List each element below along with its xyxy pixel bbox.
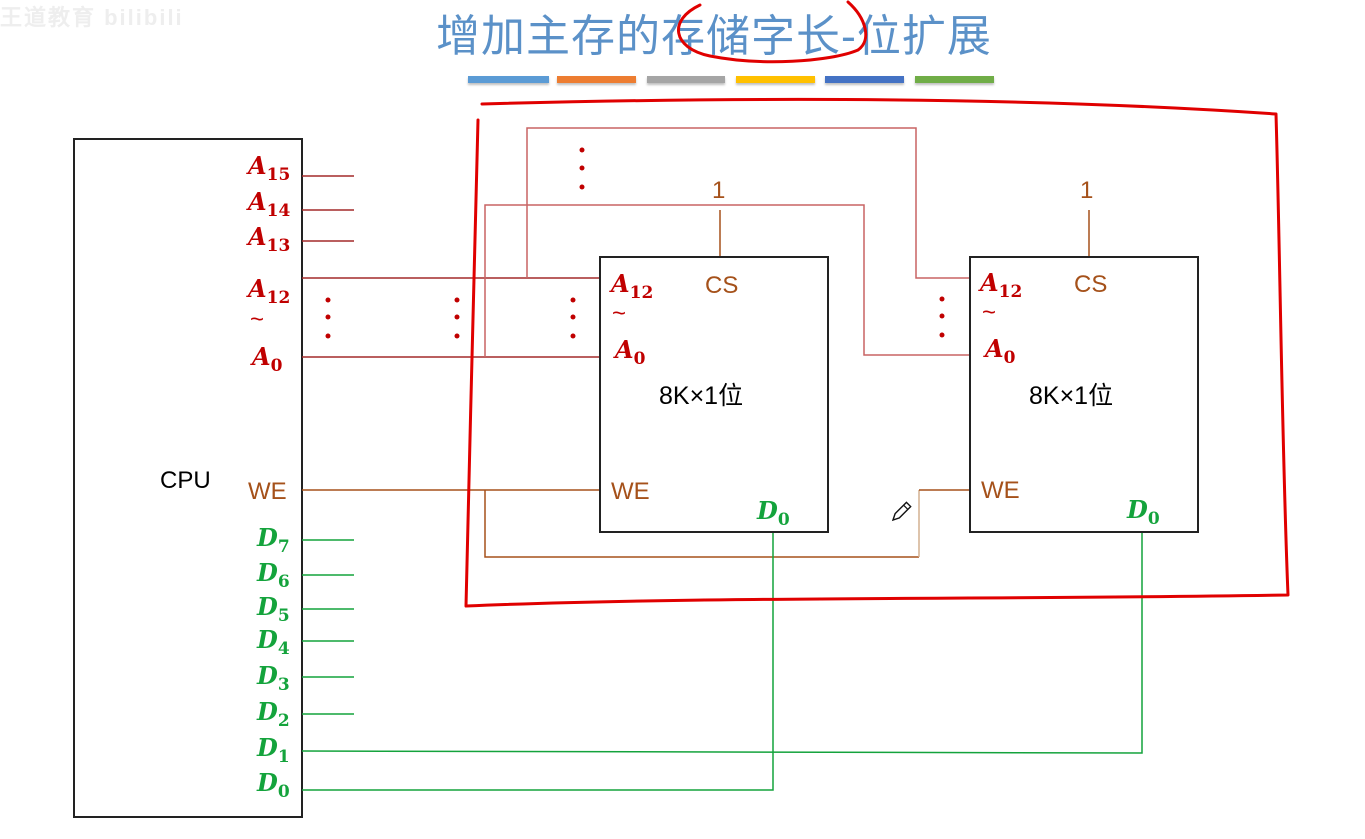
unused-address-stubs xyxy=(302,175,354,242)
chip1-pin-a0: A0 xyxy=(613,335,646,369)
chip1-box xyxy=(599,256,829,533)
chip1-cs-value: 1 xyxy=(712,177,725,204)
chip2-pin-we: WE xyxy=(981,477,1020,504)
chip2-cs-value: 1 xyxy=(1080,177,1093,204)
color-bar xyxy=(736,76,815,83)
chip2-capacity: 8K×1位 xyxy=(1029,382,1113,410)
ellipsis-chip2 xyxy=(939,296,945,338)
memory-chip-2: 1 CS A12 ~ A0 8K×1位 WE D0 xyxy=(969,177,1199,533)
chip1-capacity: 8K×1位 xyxy=(659,382,743,410)
color-bar xyxy=(915,76,994,83)
color-bar-strip xyxy=(468,76,998,86)
we-bus xyxy=(302,489,970,558)
cpu-address-range-symbol: ~ xyxy=(250,306,264,333)
cpu-pin-d1: D1 xyxy=(256,733,290,767)
color-bar xyxy=(557,76,636,83)
cpu-pin-d0: D0 xyxy=(256,768,290,802)
cpu-pin-a14: A14 xyxy=(246,187,290,221)
cs-lines xyxy=(719,210,1090,257)
chip2-pin-d0: D0 xyxy=(1126,495,1160,529)
slide-title: 增加主存的存储字长-位扩展 xyxy=(436,11,992,62)
cpu-pin-d3: D3 xyxy=(256,661,290,695)
cpu-box xyxy=(73,138,303,818)
cpu-pin-d2: D2 xyxy=(256,697,290,731)
ellipsis-top xyxy=(579,147,585,190)
chip1-pin-d0: D0 xyxy=(756,496,790,530)
chip1-cs-label: CS xyxy=(705,272,738,299)
chip2-cs-label: CS xyxy=(1074,271,1107,298)
cpu-pin-d5: D5 xyxy=(256,592,290,626)
cpu-block: CPU A15 A14 A13 A12 ~ A0 WE D7 D6 D5 D4 … xyxy=(73,138,303,818)
chip1-pin-we: WE xyxy=(611,478,650,505)
pencil-icon xyxy=(891,501,912,522)
chip2-pin-a0: A0 xyxy=(983,334,1016,368)
cpu-pin-a15: A15 xyxy=(246,151,290,185)
a12-wire-chip2 xyxy=(526,127,970,279)
cpu-pin-we: WE xyxy=(248,478,287,505)
chip2-box xyxy=(969,256,1199,533)
cpu-pin-a13: A13 xyxy=(246,222,290,256)
unused-data-stubs xyxy=(302,539,354,715)
title-circle-annotation xyxy=(677,0,868,64)
cpu-pin-d7: D7 xyxy=(256,523,290,557)
color-bar xyxy=(825,76,904,83)
memory-chip-1: 1 CS A12 ~ A0 8K×1位 WE D0 xyxy=(599,177,829,533)
ellipsis-chip1 xyxy=(570,297,576,339)
cpu-pin-d4: D4 xyxy=(256,625,290,659)
cpu-label: CPU xyxy=(160,467,211,494)
d1-wire xyxy=(301,532,1143,754)
cpu-pin-a0: A0 xyxy=(250,342,283,376)
chip-group-outline-annotation xyxy=(464,97,1290,608)
a0-wire-chip2 xyxy=(484,204,970,357)
chip2-range-symbol: ~ xyxy=(982,299,996,326)
data-bus xyxy=(301,532,1143,791)
chip1-range-symbol: ~ xyxy=(612,300,626,327)
color-bar xyxy=(647,76,725,83)
cpu-pin-a12: A12 xyxy=(246,274,290,308)
cpu-pin-d6: D6 xyxy=(256,558,290,592)
color-bar xyxy=(468,76,549,83)
chip2-pin-a12: A12 xyxy=(978,268,1022,302)
ellipsis-bus xyxy=(454,297,460,339)
watermark: 王道教育 bilibili xyxy=(0,5,184,30)
ellipsis-cpu xyxy=(325,297,331,339)
we-wire-bottom xyxy=(484,490,919,558)
annotations xyxy=(464,0,1290,608)
ellipsis-dots xyxy=(325,147,945,339)
chip1-pin-a12: A12 xyxy=(609,269,653,303)
d0-wire xyxy=(302,532,774,791)
address-bus xyxy=(302,127,970,358)
